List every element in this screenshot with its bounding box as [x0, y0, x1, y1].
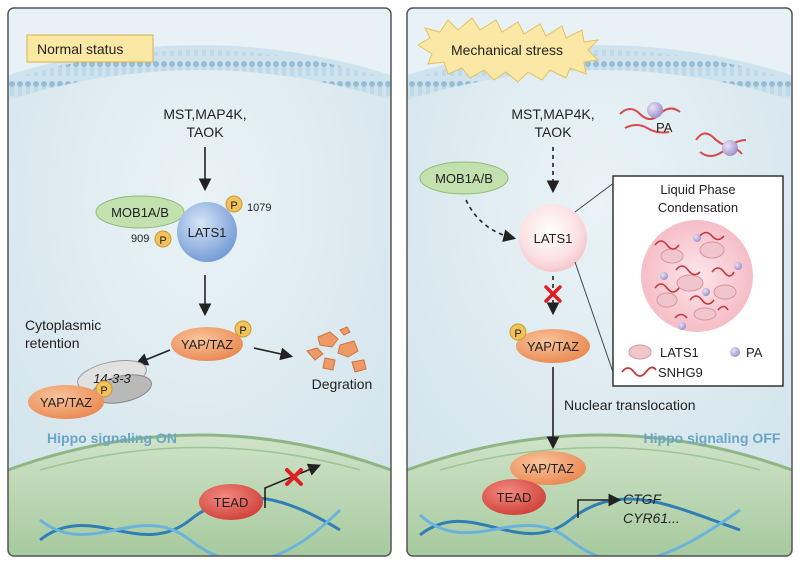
mob1-label: MOB1A/B — [111, 205, 169, 220]
legend-snhg9-label: SNHG9 — [658, 365, 703, 380]
mechanical-stress-text: Mechanical stress — [451, 42, 563, 58]
degradation-fragments — [306, 326, 367, 373]
dna-helix-right — [418, 497, 741, 556]
yaptaz-nuclear — [510, 451, 586, 485]
blocked-x-left — [285, 468, 303, 486]
left-panel — [8, 8, 391, 556]
transcription-arrow — [577, 493, 622, 518]
retention-line1: Cytoplasmic — [25, 317, 101, 333]
gene-cyr61: CYR61... — [623, 510, 680, 526]
phospho-yap-right — [509, 323, 527, 341]
phospho-yap — [234, 320, 252, 338]
condensate-pa — [660, 234, 742, 330]
svg-text:P: P — [100, 385, 107, 397]
svg-text:P: P — [239, 325, 246, 337]
phospho-1079 — [225, 195, 243, 213]
legend-lats-swatch — [628, 344, 652, 360]
legend-snhg9-swatch — [621, 366, 657, 377]
zoom-line-bottom — [574, 261, 616, 379]
kinases-line1: MST,MAP4K, — [163, 106, 246, 122]
condensation-inset: Liquid Phase Condensation — [612, 175, 784, 387]
kinases-line2: TAOK — [186, 124, 224, 140]
mechanical-stress-label: Mechanical stress — [417, 17, 600, 83]
gene-ctgf: CTGF — [623, 491, 663, 507]
hippo-on-label: Hippo signaling ON — [47, 430, 177, 446]
lats1-condensate — [519, 204, 587, 272]
condensate-lats-blobs — [656, 241, 737, 321]
svg-text:P: P — [159, 235, 166, 247]
tead-left — [199, 484, 263, 520]
pa-sphere-2 — [722, 140, 738, 156]
pa-top-label: PA — [656, 120, 673, 135]
svg-text:LATS1: LATS1 — [534, 231, 573, 246]
phospho-bound — [95, 380, 113, 398]
hippo-off-label: Hippo signaling OFF — [644, 430, 781, 446]
legend-pa-label: PA — [746, 345, 763, 360]
condensation-title-1: Liquid Phase — [660, 182, 735, 197]
svg-text:YAP/TAZ: YAP/TAZ — [181, 337, 233, 352]
site-909: 909 — [131, 233, 149, 245]
retention-line2: retention — [25, 335, 79, 351]
yaptaz-bound — [28, 385, 104, 419]
phospho-909 — [154, 230, 172, 248]
site-1079: 1079 — [247, 202, 271, 214]
kinases-right-line2: TAOK — [534, 124, 572, 140]
svg-text:MOB1A/B: MOB1A/B — [435, 171, 493, 186]
svg-text:P: P — [514, 328, 521, 340]
svg-text:YAP/TAZ: YAP/TAZ — [527, 339, 579, 354]
zoom-line-top — [574, 181, 616, 213]
condensate-snhg9 — [654, 231, 735, 319]
normal-status-text: Normal status — [37, 41, 123, 57]
tead-right — [482, 479, 546, 515]
svg-text:TEAD: TEAD — [214, 495, 249, 510]
svg-text:P: P — [230, 200, 237, 212]
yaptaz-cytoplasm — [171, 327, 243, 361]
blocked-x-right — [544, 285, 562, 303]
lats1-label: LATS1 — [188, 225, 227, 240]
mob1-ellipse — [95, 195, 185, 229]
mob1-right — [419, 161, 509, 195]
condensation-title-2: Condensation — [658, 200, 738, 215]
lats1-sphere — [177, 202, 237, 262]
degradation-label: Degration — [312, 376, 373, 392]
svg-text:YAP/TAZ: YAP/TAZ — [522, 461, 574, 476]
arrow-to-retention — [135, 349, 171, 366]
legend-lats-label: LATS1 — [660, 345, 699, 360]
dna-helix — [39, 496, 342, 556]
svg-text:TEAD: TEAD — [497, 490, 532, 505]
arrow-to-degradation — [253, 347, 294, 361]
normal-status-label: Normal status — [26, 34, 154, 63]
legend-pa-swatch — [730, 347, 740, 357]
svg-text:YAP/TAZ: YAP/TAZ — [40, 395, 92, 410]
pa-sphere-1 — [647, 102, 663, 118]
nuclear-translocation-label: Nuclear translocation — [564, 397, 696, 413]
kinases-right-line1: MST,MAP4K, — [511, 106, 594, 122]
dashed-arrow-mob — [465, 199, 517, 242]
yaptaz-right — [516, 329, 590, 363]
